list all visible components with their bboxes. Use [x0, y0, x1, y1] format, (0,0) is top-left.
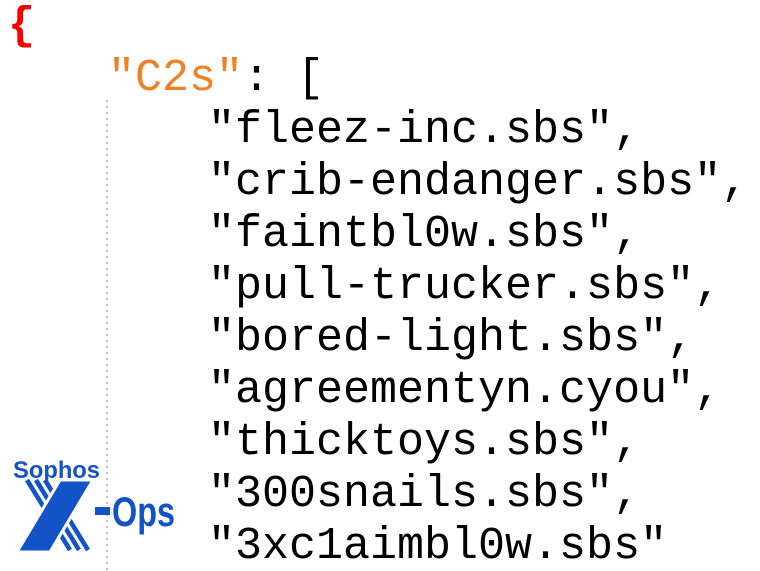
code-line-domain-3: "faintbl0w.sbs", — [208, 209, 641, 260]
json-key-c2s: "C2s" — [108, 53, 244, 104]
code-line-domain-5: "bored-light.sbs", — [208, 313, 695, 364]
logo-hyphen — [95, 507, 110, 515]
code-line-domain-4: "pull-trucker.sbs", — [208, 261, 722, 312]
code-line-domain-9: "3xc1aimbl0w.sbs" — [208, 521, 668, 571]
colon-open-bracket: : [ — [243, 53, 325, 104]
indent-guide-line — [106, 100, 108, 571]
code-line-c2s-key: "C2s": [ — [0, 53, 760, 105]
x-mark-thick-stroke — [14, 478, 96, 554]
code-line-domain-1: "fleez-inc.sbs", — [208, 105, 641, 156]
logo-ops-text: Ops — [112, 488, 175, 535]
logo-brand-text: Sophos — [13, 457, 100, 484]
code-line-open-brace: { — [0, 1, 760, 53]
open-brace: { — [8, 1, 36, 52]
code-line-domain-2: "crib-endanger.sbs", — [208, 157, 749, 208]
code-line-domain-8: "300snails.sbs", — [208, 469, 641, 520]
code-line-domain-6: "agreementyn.cyou", — [208, 365, 722, 416]
sophos-xops-logo: Sophos Ops — [13, 457, 175, 554]
code-line-domain-7: "thicktoys.sbs", — [208, 417, 641, 468]
